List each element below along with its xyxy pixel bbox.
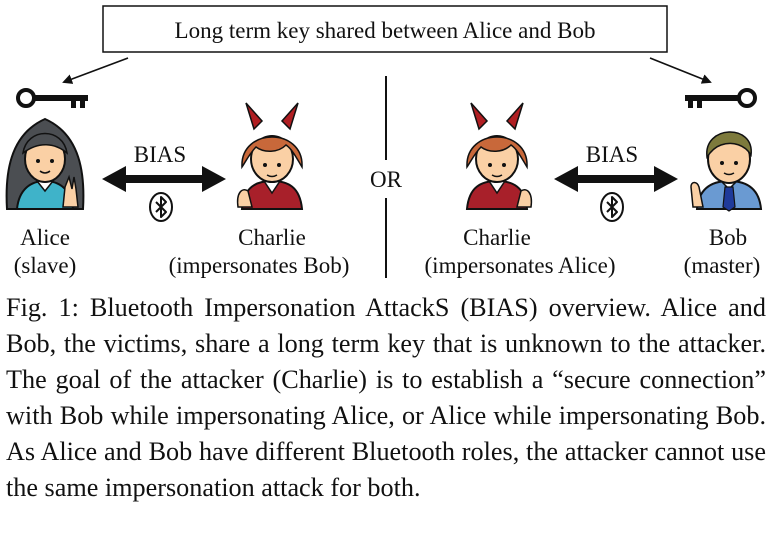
alice-role: (slave) bbox=[14, 253, 77, 278]
charlie-left-name: Charlie bbox=[238, 225, 306, 250]
bias-overview-figure: Long term key shared between Alice and B… bbox=[5, 5, 763, 278]
bias-label-right: BIAS bbox=[586, 142, 638, 167]
key-icon bbox=[16, 88, 88, 108]
bob-role: (master) bbox=[684, 253, 761, 278]
shared-key-box: Long term key shared between Alice and B… bbox=[102, 5, 668, 53]
bob-avatar bbox=[690, 131, 763, 212]
shared-key-label: Long term key shared between Alice and B… bbox=[175, 18, 596, 43]
key-arrow-left bbox=[62, 57, 129, 84]
key-icon bbox=[685, 88, 757, 108]
bluetooth-icon bbox=[600, 192, 624, 222]
charlie-left-avatar bbox=[236, 102, 304, 210]
charlie-left-role: (impersonates Bob) bbox=[169, 253, 350, 278]
alice-name: Alice bbox=[20, 225, 70, 250]
bias-arrow-left bbox=[102, 166, 226, 192]
bias-arrow-right bbox=[554, 166, 678, 192]
charlie-right-avatar bbox=[465, 102, 533, 210]
or-label: OR bbox=[370, 167, 403, 192]
bluetooth-icon bbox=[149, 192, 173, 222]
figure-caption: Fig. 1: Bluetooth Impersonation AttackS … bbox=[6, 293, 766, 502]
alice-avatar bbox=[5, 117, 85, 210]
charlie-right-name: Charlie bbox=[463, 225, 531, 250]
key-arrow-right bbox=[649, 57, 712, 84]
charlie-right-role: (impersonates Alice) bbox=[425, 253, 616, 278]
bias-label-left: BIAS bbox=[134, 142, 186, 167]
bob-name: Bob bbox=[709, 225, 747, 250]
